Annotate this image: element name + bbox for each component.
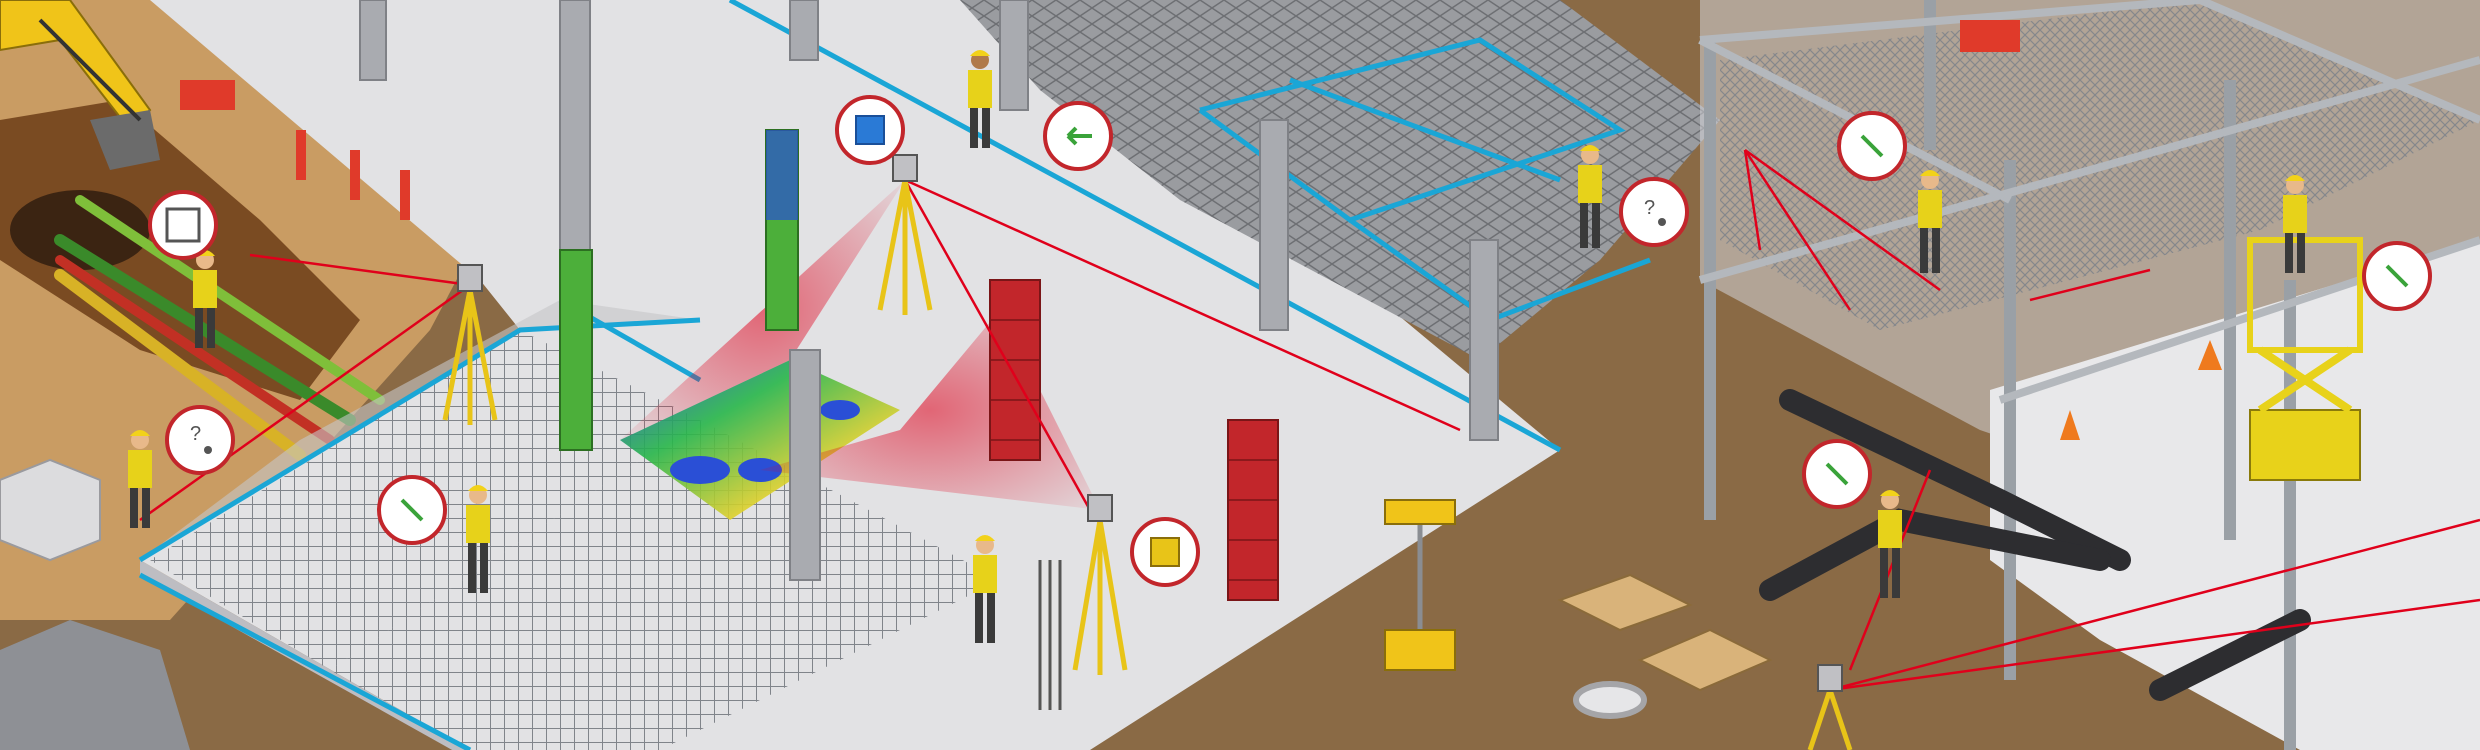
road-barriers (180, 20, 2020, 220)
formwork-column-1 (559, 249, 593, 451)
worker (1918, 170, 1942, 273)
heatmap-blob-3 (820, 400, 860, 420)
query-point-icon: ? (1619, 177, 1689, 247)
worker (2283, 175, 2307, 273)
level-down-arrow-icon (2362, 241, 2432, 311)
worker (1578, 145, 1602, 248)
total-stations (442, 154, 1853, 750)
laser-lines (139, 148, 2480, 692)
gravel-pile (0, 620, 190, 750)
svg-text:?: ? (1644, 197, 1655, 219)
query-point-icon: ? (165, 405, 235, 475)
pallets (1557, 573, 1773, 692)
level-down-arrow-icon (377, 475, 447, 545)
callout-badges: ? ? (148, 95, 2432, 587)
worker (466, 485, 490, 593)
rebar-mesh-bottom (330, 420, 1000, 750)
light-tower (1384, 499, 1456, 671)
traffic-cones (2060, 340, 2222, 440)
level-down-arrow-icon (1837, 111, 1907, 181)
worker (968, 50, 992, 148)
formwork-column-2-top (766, 130, 798, 220)
rebar-cages (1038, 560, 1062, 710)
workers (128, 50, 2307, 643)
setout-square-icon (148, 190, 218, 260)
concrete-ring (1573, 681, 1647, 719)
stakeout-arrow-icon (1043, 101, 1113, 171)
excavator (0, 0, 160, 170)
brick-columns (989, 279, 1279, 601)
svg-text:?: ? (190, 423, 201, 445)
worker (128, 430, 152, 528)
level-down-arrow-icon (1802, 439, 1872, 509)
trench-hole (10, 190, 150, 270)
precast-slab-stack (0, 458, 101, 562)
heatmap-blob-1 (670, 456, 730, 484)
concrete-columns (359, 0, 1499, 581)
paver-area (960, 0, 1720, 360)
target-cube-icon (835, 95, 905, 165)
worker (973, 535, 997, 643)
scan-cube-icon (1130, 517, 1200, 587)
trench-pipes (54, 195, 385, 461)
scan-beam-1 (620, 180, 905, 440)
worker (1878, 490, 1902, 598)
